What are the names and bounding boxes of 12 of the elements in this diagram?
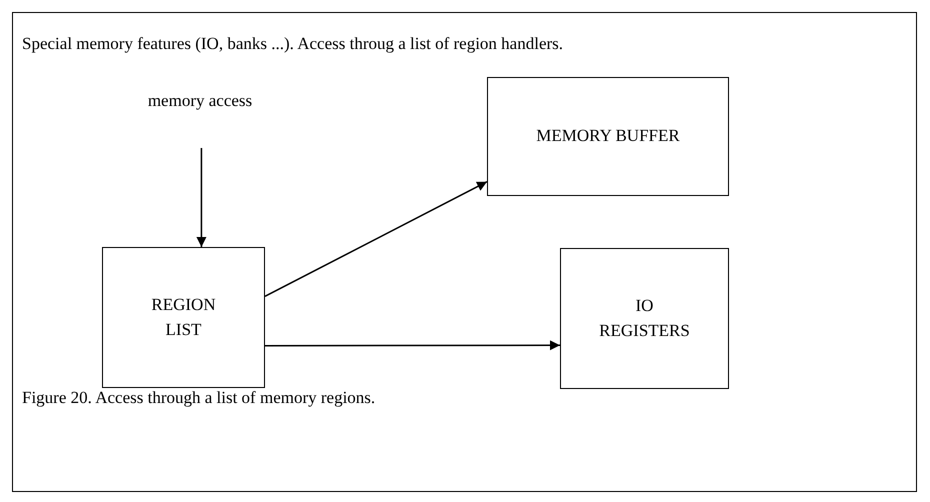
process-box: [560, 248, 729, 389]
box-label: IO REGISTERS: [598, 294, 691, 342]
box-label: REGION LIST: [150, 294, 217, 340]
caption: Figure 20. Access through a list of memory regions.: [22, 388, 376, 408]
arrow: [265, 340, 560, 350]
arrow: [264, 181, 488, 298]
arrow: [196, 148, 206, 247]
box-label: MEMORY BUFFER: [536, 125, 680, 148]
process-box: [102, 247, 265, 388]
input-label: memory access: [148, 90, 252, 112]
process-box: [487, 77, 729, 196]
title: Special memory features (IO, banks ...). Access throug a list of region handlers.: [22, 34, 564, 54]
